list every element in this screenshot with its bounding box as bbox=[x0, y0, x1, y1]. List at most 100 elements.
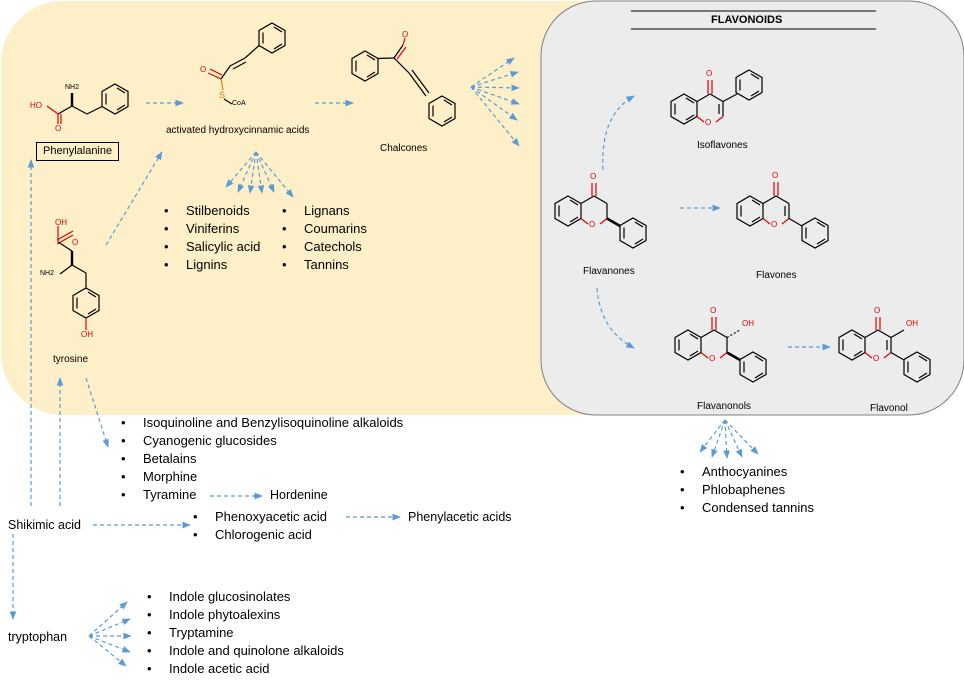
isoflavone-ring-o: O bbox=[705, 118, 712, 127]
list-item: Condensed tannins bbox=[680, 499, 814, 517]
flavanone-ring-o: O bbox=[589, 220, 596, 229]
flavonol-hydroxyl: OH bbox=[906, 319, 918, 328]
arrow-trp-fan-1 bbox=[88, 601, 128, 637]
phenylalanine-structure bbox=[46, 83, 129, 124]
list-item: Lignins bbox=[164, 256, 260, 274]
flavanonol-ring-o: O bbox=[709, 354, 716, 363]
phenylacetic-acids-label: Phenylacetic acids bbox=[408, 510, 512, 524]
list-item: Phenoxyacetic acid bbox=[193, 508, 327, 526]
flavanonol-products: Anthocyanines Phlobaphenes Condensed tan… bbox=[680, 463, 814, 517]
tyr-carbonyl-o: O bbox=[72, 238, 79, 247]
phe-carbonyl-o: O bbox=[55, 124, 62, 133]
flavonol-structure bbox=[838, 317, 931, 383]
arrow-trp-fan-5 bbox=[88, 635, 127, 667]
sulfur-atom: S bbox=[219, 90, 226, 100]
isoflavones-label: Isoflavones bbox=[697, 140, 748, 151]
list-item: Stilbenoids bbox=[164, 202, 260, 220]
flavonoids-panel bbox=[540, 0, 964, 416]
arrow-chal-fan-1 bbox=[470, 57, 515, 88]
list-item: Cyanogenic glucosides bbox=[121, 432, 403, 450]
tyrosine-label: tyrosine bbox=[53, 354, 89, 365]
list-item: Viniferins bbox=[164, 220, 260, 238]
hca-products-right: Lignans Coumarins Catechols Tannins bbox=[282, 202, 367, 274]
arrow-hca-fan-5 bbox=[255, 151, 275, 193]
list-item: Indole acetic acid bbox=[147, 660, 344, 678]
flavonoids-title: FLAVONOIDS bbox=[711, 14, 783, 26]
list-item: Isoquinoline and Benzylisoquinoline alka… bbox=[121, 414, 403, 432]
arrow-flavanones-to-flavanonols bbox=[596, 287, 635, 349]
list-item: Chlorogenic acid bbox=[193, 526, 327, 544]
list-item: Coumarins bbox=[282, 220, 367, 238]
phenylalanine-label: Phenylalanine bbox=[36, 142, 120, 161]
arrow-fnl-fan-1 bbox=[699, 419, 726, 453]
flavanonols-label: Flavanonols bbox=[697, 401, 751, 412]
arrow-hca-fan-2 bbox=[237, 151, 257, 193]
tryptophan-products: Indole glucosinolates Indole phytoalexin… bbox=[147, 588, 344, 678]
list-item: Tryptamine bbox=[147, 624, 344, 642]
tyr-amine: NH2 bbox=[40, 270, 55, 277]
arrow-hca-fan-1 bbox=[225, 151, 257, 188]
arrow-chal-fan-6 bbox=[470, 86, 520, 147]
flavone-ring-o: O bbox=[771, 220, 778, 229]
chemical-structures bbox=[46, 22, 931, 383]
tyrosine-products: Isoquinoline and Benzylisoquinoline alka… bbox=[121, 414, 403, 504]
arrow-tyr-to-alkaloids bbox=[85, 377, 109, 448]
arrow-fnl-fan-3 bbox=[723, 419, 730, 459]
phe-amine: NH2 bbox=[65, 84, 80, 91]
flavonol-label: Flavonol bbox=[870, 403, 908, 414]
arrow-fnl-fan-4 bbox=[724, 419, 743, 458]
tyr-hydroxyl: OH bbox=[55, 218, 67, 227]
list-item: Tannins bbox=[282, 256, 367, 274]
list-item: Indole glucosinolates bbox=[147, 588, 344, 606]
list-item: Morphine bbox=[121, 468, 403, 486]
tryptophan-label: tryptophan bbox=[8, 630, 68, 644]
activated-hydroxycinnamic-structure bbox=[207, 22, 286, 105]
flavanonol-structure bbox=[674, 317, 767, 383]
arrow-trp-fan-4 bbox=[88, 635, 131, 653]
tyrosine-structure bbox=[56, 226, 100, 330]
arrow-hca-fan-6 bbox=[255, 151, 294, 198]
flavanonol-carbonyl-o: O bbox=[710, 306, 717, 315]
coa-label: CoA bbox=[232, 100, 246, 107]
chalcones-label: Chalcones bbox=[380, 143, 428, 154]
chalcone-carbonyl-o: O bbox=[402, 30, 409, 39]
hca-carbonyl-o: O bbox=[200, 65, 207, 74]
flavanone-carbonyl-o: O bbox=[590, 172, 597, 181]
list-item: Tyramine bbox=[121, 486, 403, 504]
arrow-chal-fan-5 bbox=[470, 86, 518, 121]
chalcone-structure bbox=[351, 37, 456, 127]
flavone-structure bbox=[736, 182, 829, 249]
list-item: Indole phytoalexins bbox=[147, 606, 344, 624]
arrow-trp-fan-2 bbox=[88, 618, 131, 637]
list-item: Salicylic acid bbox=[164, 238, 260, 256]
list-item: Catechols bbox=[282, 238, 367, 256]
arrow-fnl-fan-2 bbox=[711, 419, 726, 458]
flavanonol-hydroxyl: OH bbox=[742, 319, 754, 328]
hca-products-left: Stilbenoids Viniferins Salicylic acid Li… bbox=[164, 202, 260, 274]
tyr-phenol-oh: OH bbox=[81, 330, 93, 339]
arrow-fnl-fan-5 bbox=[724, 419, 759, 455]
flavone-carbonyl-o: O bbox=[772, 171, 779, 180]
list-item: Anthocyanines bbox=[680, 463, 814, 481]
arrow-chal-fan-3 bbox=[470, 84, 520, 92]
phe-hydroxyl: HO bbox=[30, 101, 42, 110]
arrow-chal-fan-2 bbox=[470, 71, 519, 88]
list-item: Phlobaphenes bbox=[680, 481, 814, 499]
flavonol-carbonyl-o: O bbox=[874, 306, 881, 315]
flavones-label: Flavones bbox=[756, 270, 797, 281]
list-item: Lignans bbox=[282, 202, 367, 220]
isoflavone-carbonyl-o: O bbox=[706, 69, 713, 78]
activated-hydroxycinnamic-label: activated hydroxycinnamic acids bbox=[166, 125, 310, 136]
flavanones-label: Flavanones bbox=[583, 266, 635, 277]
flavonol-ring-o: O bbox=[873, 354, 880, 363]
list-item: Indole and quinolone alkaloids bbox=[147, 642, 344, 660]
arrow-chal-fan-4 bbox=[470, 86, 520, 105]
shikimic-acid-label: Shikimic acid bbox=[8, 518, 81, 532]
isoflavone-structure bbox=[670, 69, 763, 125]
arrow-flavanones-to-isoflavones bbox=[602, 95, 635, 171]
list-item: Betalains bbox=[121, 450, 403, 468]
flavanone-structure bbox=[554, 183, 647, 249]
shikimic-products: Phenoxyacetic acid Chlorogenic acid bbox=[193, 508, 327, 544]
